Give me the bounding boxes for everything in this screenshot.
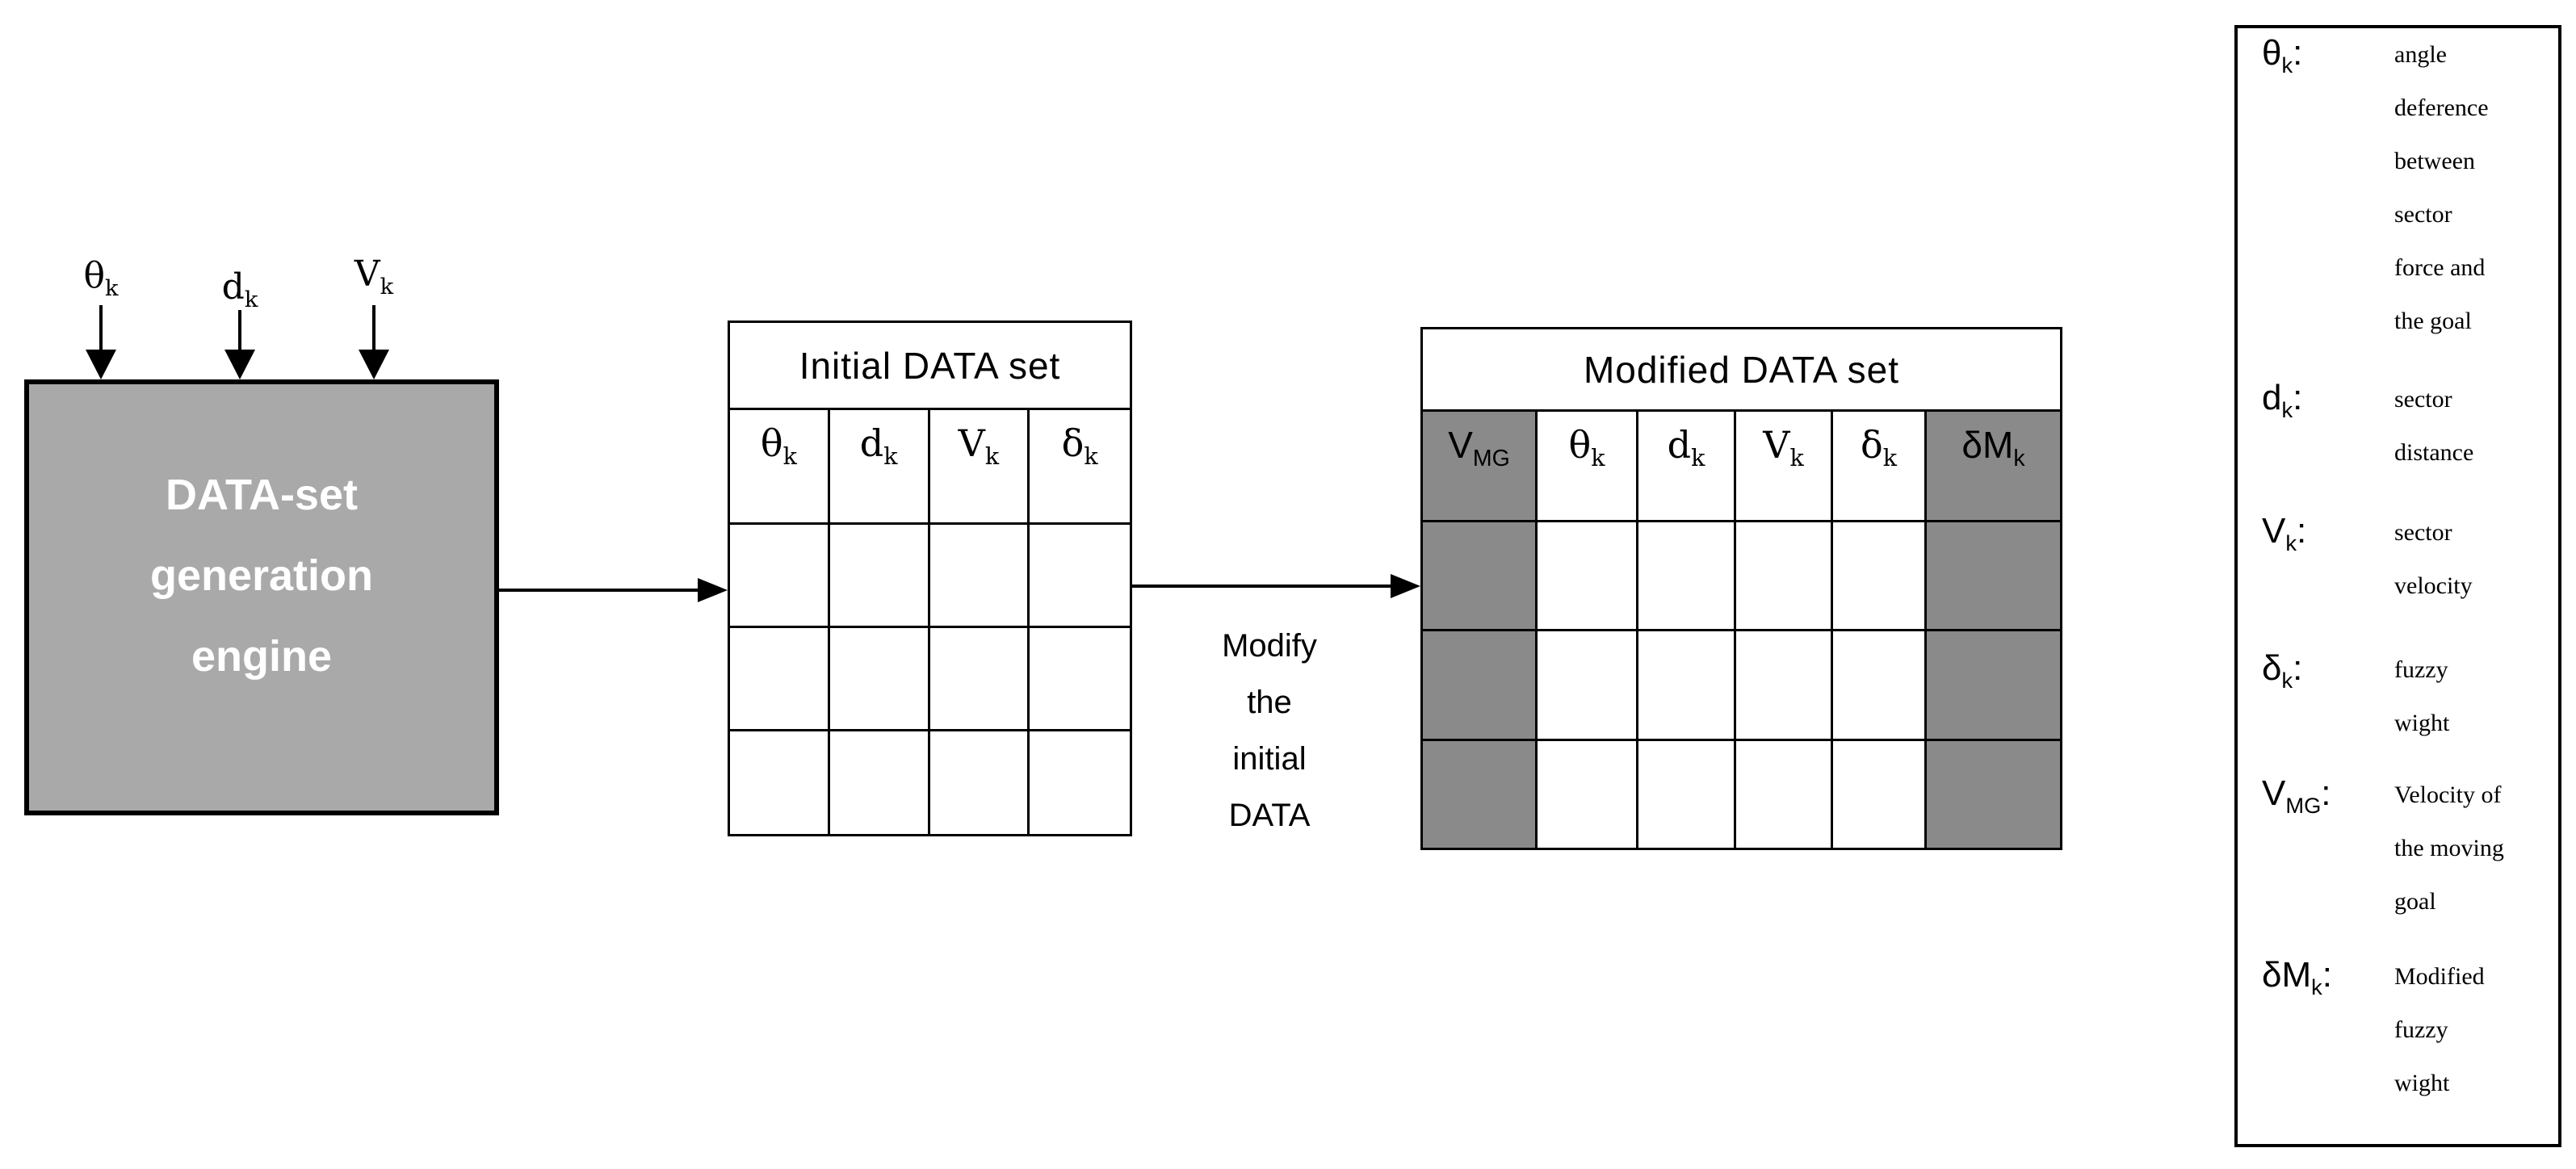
modified-table-cell bbox=[1638, 741, 1736, 848]
input-label-v-k-base: V bbox=[354, 253, 380, 295]
modified-table-cell bbox=[1538, 522, 1638, 631]
input-label-v-k-sub: k bbox=[380, 274, 394, 300]
input-label-theta-k-base: θ bbox=[83, 255, 105, 296]
initial-table-cell bbox=[929, 525, 1030, 628]
modified-table-cell bbox=[1833, 522, 1927, 631]
input-arrow-d-head-icon bbox=[224, 350, 255, 379]
arrow-engine-to-initial-head-icon bbox=[698, 578, 728, 602]
initial-header-theta-k: θk bbox=[730, 410, 830, 525]
modified-header-v-mg: VMG bbox=[1423, 412, 1538, 522]
modified-table-cell bbox=[1638, 522, 1736, 631]
input-arrow-d-shaft bbox=[238, 310, 241, 350]
legend-definition-delta-k: fuzzy wight bbox=[2394, 656, 2450, 736]
modified-header-v-k: Vk bbox=[1736, 412, 1833, 522]
dataset-generation-engine-box: DATA-set generation engine bbox=[24, 379, 499, 815]
initial-header-delta-k: δk bbox=[1030, 410, 1130, 525]
modified-table-title: Modified DATA set bbox=[1423, 329, 2060, 412]
initial-table-cell bbox=[929, 628, 1030, 731]
initial-table-cell bbox=[730, 628, 830, 731]
initial-table-cell bbox=[1030, 628, 1130, 731]
modified-table-cell bbox=[1638, 631, 1736, 741]
input-arrow-v-head-icon bbox=[359, 350, 389, 379]
modify-arrow-label: Modify the initial DATA bbox=[1222, 628, 1317, 833]
engine-box-label: DATA-set generation engine bbox=[149, 470, 374, 681]
legend-symbol-delta-k: δk: bbox=[2262, 648, 2303, 693]
input-arrow-theta-head-icon bbox=[86, 350, 116, 379]
legend-definition-v-mg: Velocity of the moving goal bbox=[2394, 781, 2504, 915]
legend-symbol-theta-k: θk: bbox=[2262, 33, 2303, 78]
arrow-initial-to-modified-shaft bbox=[1132, 584, 1392, 588]
initial-table-cell bbox=[1030, 525, 1130, 628]
legend-definition-theta-k: angle deference between sector force and… bbox=[2394, 41, 2489, 334]
modified-header-theta-k: θk bbox=[1538, 412, 1638, 522]
initial-header-d-k: dk bbox=[829, 410, 930, 525]
modified-header-d-k: dk bbox=[1638, 412, 1736, 522]
modified-table-cell bbox=[1833, 631, 1927, 741]
modified-table-cell bbox=[1927, 741, 2060, 848]
legend-definition-v-k: sector velocity bbox=[2394, 519, 2473, 599]
input-label-d-k: dk bbox=[221, 266, 258, 311]
input-label-theta-k: θk bbox=[83, 255, 118, 300]
legend-symbol-v-k: Vk: bbox=[2262, 511, 2307, 555]
legend-symbol-delta-m-k: δMk: bbox=[2262, 955, 2333, 999]
modified-header-delta-k: δk bbox=[1833, 412, 1927, 522]
input-arrow-v-shaft bbox=[372, 305, 375, 350]
initial-table-cell bbox=[930, 731, 1030, 834]
modified-table-cell bbox=[1927, 522, 2060, 631]
legend-box: θk: angle deference between sector force… bbox=[2234, 25, 2561, 1147]
input-label-theta-k-sub: k bbox=[104, 275, 119, 301]
arrow-engine-to-initial-shaft bbox=[499, 589, 701, 592]
legend-definition-delta-m-k: Modified fuzzy wight bbox=[2394, 963, 2485, 1096]
modified-table-cell bbox=[1423, 631, 1538, 741]
initial-data-table: Initial DATA set θk dk Vk δk bbox=[728, 321, 1132, 836]
initial-table-cell bbox=[1030, 731, 1130, 834]
legend-symbol-v-mg: VMG: bbox=[2262, 773, 2331, 818]
initial-header-v-k: Vk bbox=[929, 410, 1030, 525]
modified-table-cell bbox=[1736, 522, 1833, 631]
input-arrow-theta-shaft bbox=[99, 305, 103, 350]
initial-table-cell bbox=[829, 525, 930, 628]
arrow-initial-to-modified-head-icon bbox=[1391, 574, 1420, 598]
legend-definition-d-k: sector distance bbox=[2394, 386, 2474, 466]
initial-table-cell bbox=[830, 731, 930, 834]
input-label-v-k: Vk bbox=[354, 253, 393, 298]
modified-table-cell bbox=[1833, 741, 1927, 848]
initial-table-cell bbox=[829, 628, 930, 731]
input-label-d-k-base: d bbox=[221, 266, 245, 308]
modified-header-delta-m-k: δMk bbox=[1927, 412, 2060, 522]
initial-table-title: Initial DATA set bbox=[730, 323, 1130, 410]
modified-table-cell bbox=[1538, 631, 1638, 741]
initial-table-cell bbox=[730, 525, 830, 628]
initial-table-cell bbox=[730, 731, 830, 834]
modified-table-cell bbox=[1538, 741, 1638, 848]
modified-table-cell bbox=[1736, 631, 1833, 741]
modified-table-cell bbox=[1927, 631, 2060, 741]
input-label-d-k-sub: k bbox=[244, 287, 258, 312]
modified-table-cell bbox=[1423, 741, 1538, 848]
modified-table-cell bbox=[1423, 522, 1538, 631]
modified-data-table: Modified DATA set VMG θk dk Vk δk δMk bbox=[1420, 327, 2062, 850]
modified-table-cell bbox=[1736, 741, 1833, 848]
legend-symbol-d-k: dk: bbox=[2262, 378, 2303, 422]
